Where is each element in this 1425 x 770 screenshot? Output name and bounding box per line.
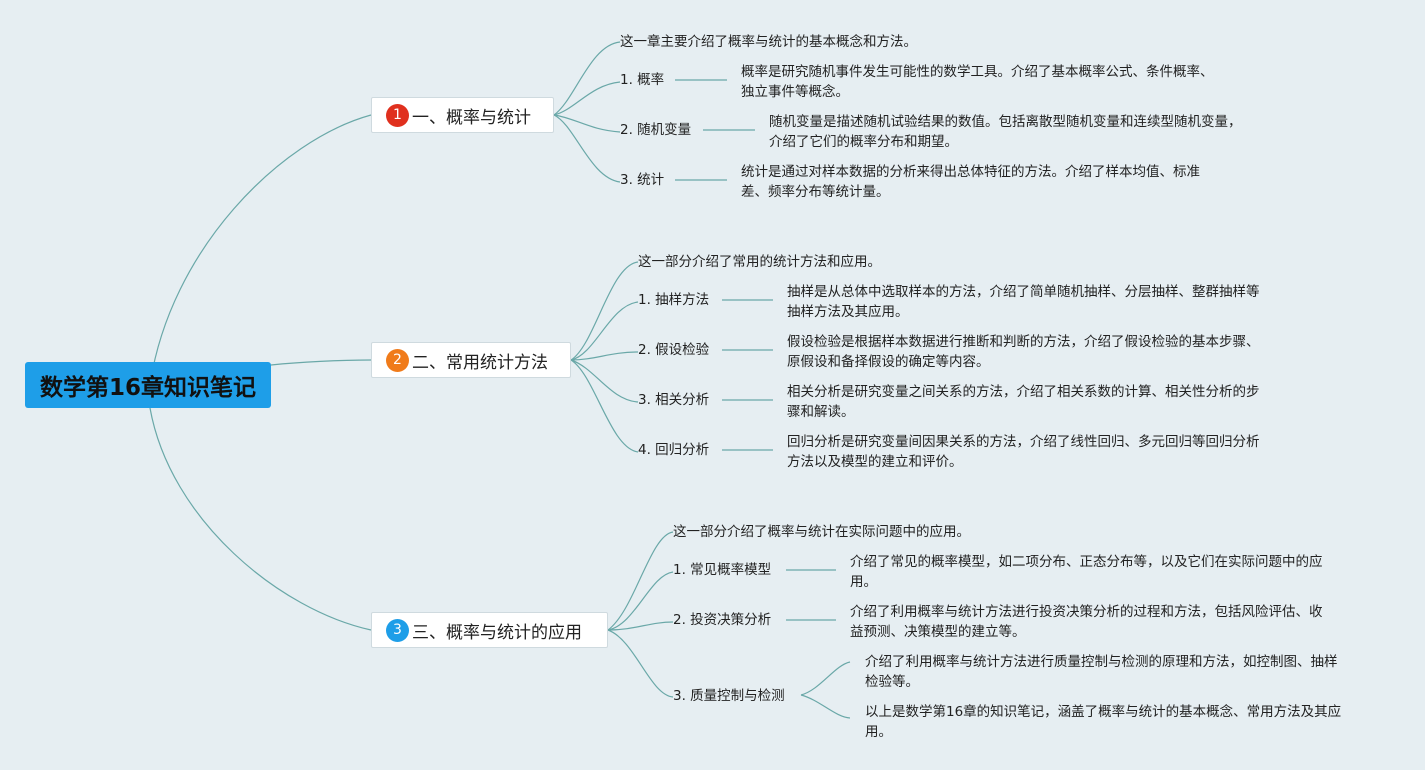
desc-line: 用。 [865, 724, 892, 740]
desc-line: 介绍了利用概率与统计方法进行投资决策分析的过程和方法，包括风险评估、收 [850, 604, 1323, 620]
branch-2-item-2-desc[interactable]: 假设检验是根据样本数据进行推断和判断的方法，介绍了假设检验的基本步骤、 原假设和… [787, 332, 1260, 372]
branch-2-item-4-desc[interactable]: 回归分析是研究变量间因果关系的方法，介绍了线性回归、多元回归等回归分析 方法以及… [787, 432, 1260, 472]
branch-3-intro[interactable]: 这一部分介绍了概率与统计在实际问题中的应用。 [673, 524, 970, 540]
desc-line: 骤和解读。 [787, 404, 855, 420]
root-title: 数学第16章知识笔记 [39, 375, 256, 401]
branch-1-topic[interactable]: 1 一、概率与统计 [371, 97, 554, 133]
branch-2-item-3-desc[interactable]: 相关分析是研究变量之间关系的方法，介绍了相关系数的计算、相关性分析的步 骤和解读… [787, 382, 1260, 422]
link-b1-intro [553, 41, 621, 116]
desc-line: 回归分析是研究变量间因果关系的方法，介绍了线性回归、多元回归等回归分析 [787, 434, 1260, 450]
link-b2-item4 [570, 359, 639, 453]
desc-line: 差、频率分布等统计量。 [741, 184, 890, 200]
branch-3-item-1-label[interactable]: 1. 常见概率模型 [673, 562, 772, 578]
branch-1-item-1-desc[interactable]: 概率是研究随机事件发生可能性的数学工具。介绍了基本概率公式、条件概率、 独立事件… [741, 62, 1214, 102]
link-b2-item3 [570, 359, 639, 403]
branch-1-item-1-label[interactable]: 1. 概率 [620, 72, 665, 88]
branch-3-item-3-label[interactable]: 3. 质量控制与检测 [673, 688, 785, 704]
desc-line: 抽样是从总体中选取样本的方法，介绍了简单随机抽样、分层抽样、整群抽样等 [787, 284, 1260, 300]
link-root-branch2 [270, 359, 372, 366]
desc-line: 原假设和备择假设的确定等内容。 [787, 354, 990, 370]
root-topic[interactable]: 数学第16章知识笔记 [25, 362, 271, 408]
link-b3-item3-child1 [800, 661, 851, 696]
link-b2-intro [570, 261, 639, 361]
link-b2-item1 [570, 301, 639, 361]
branch-2-topic[interactable]: 2 二、常用统计方法 [371, 342, 571, 378]
branch-2-item-1-label[interactable]: 1. 抽样方法 [638, 292, 710, 308]
desc-line: 假设检验是根据样本数据进行推断和判断的方法，介绍了假设检验的基本步骤、 [787, 334, 1260, 350]
desc-line: 独立事件等概念。 [741, 84, 849, 100]
desc-line: 方法以及模型的建立和评价。 [787, 454, 963, 470]
branch-2-number-badge: 2 [386, 348, 409, 372]
branch-1-item-2-desc[interactable]: 随机变量是描述随机试验结果的数值。包括离散型随机变量和连续型随机变量， 介绍了它… [769, 112, 1242, 152]
desc-line: 检验等。 [865, 674, 919, 690]
branch-2-item-4-label[interactable]: 4. 回归分析 [638, 442, 710, 458]
link-root-branch1 [149, 114, 372, 386]
desc-line: 益预测、决策模型的建立等。 [850, 624, 1026, 640]
branch-3-title: 三、概率与统计的应用 [412, 622, 582, 643]
desc-line: 统计是通过对样本数据的分析来得出总体特征的方法。介绍了样本均值、标准 [741, 164, 1200, 180]
branch-2-item-1-desc[interactable]: 抽样是从总体中选取样本的方法，介绍了简单随机抽样、分层抽样、整群抽样等 抽样方法… [787, 282, 1260, 322]
desc-line: 相关分析是研究变量之间关系的方法，介绍了相关系数的计算、相关性分析的步 [787, 384, 1260, 400]
branch-3-item-2-label[interactable]: 2. 投资决策分析 [673, 612, 772, 628]
branch-1-item-3-label[interactable]: 3. 统计 [620, 172, 665, 188]
link-b3-item1 [607, 571, 674, 631]
desc-line: 概率是研究随机事件发生可能性的数学工具。介绍了基本概率公式、条件概率、 [741, 64, 1214, 80]
branch-3-item-1-desc[interactable]: 介绍了常见的概率模型，如二项分布、正态分布等，以及它们在实际问题中的应 用。 [850, 552, 1323, 592]
link-b2-item2 [570, 351, 639, 361]
branch-1-number-badge: 1 [386, 103, 409, 127]
branch-3-item-3-child-1[interactable]: 介绍了利用概率与统计方法进行质量控制与检测的原理和方法，如控制图、抽样 检验等。 [865, 652, 1338, 692]
branch-3-number-badge: 3 [386, 618, 409, 642]
branch-3-item-2-desc[interactable]: 介绍了利用概率与统计方法进行投资决策分析的过程和方法，包括风险评估、收 益预测、… [850, 602, 1323, 642]
link-root-branch3 [149, 407, 372, 631]
desc-line: 介绍了它们的概率分布和期望。 [769, 134, 958, 150]
branch-3-item-3-child-2[interactable]: 以上是数学第16章的知识笔记，涵盖了概率与统计的基本概念、常用方法及其应 用。 [865, 702, 1341, 742]
desc-line: 随机变量是描述随机试验结果的数值。包括离散型随机变量和连续型随机变量， [769, 114, 1242, 130]
link-b1-item3 [553, 114, 621, 183]
link-b3-item3-child2 [800, 694, 851, 719]
branch-1-intro[interactable]: 这一章主要介绍了概率与统计的基本概念和方法。 [620, 34, 917, 50]
link-b3-intro [607, 531, 674, 631]
branch-1-title: 一、概率与统计 [412, 107, 531, 128]
branch-1-item-2-label[interactable]: 2. 随机变量 [620, 122, 692, 138]
branch-1-item-3-desc[interactable]: 统计是通过对样本数据的分析来得出总体特征的方法。介绍了样本均值、标准 差、频率分… [741, 162, 1200, 202]
link-b3-item3 [607, 629, 674, 698]
desc-line: 以上是数学第16章的知识笔记，涵盖了概率与统计的基本概念、常用方法及其应 [865, 704, 1342, 720]
branch-2-item-2-label[interactable]: 2. 假设检验 [638, 342, 710, 358]
branch-2-intro[interactable]: 这一部分介绍了常用的统计方法和应用。 [638, 254, 881, 270]
branch-2-item-3-label[interactable]: 3. 相关分析 [638, 392, 710, 408]
desc-line: 抽样方法及其应用。 [787, 304, 909, 320]
branch-2-title: 二、常用统计方法 [412, 352, 548, 373]
desc-line: 介绍了常见的概率模型，如二项分布、正态分布等，以及它们在实际问题中的应 [850, 554, 1323, 570]
desc-line: 介绍了利用概率与统计方法进行质量控制与检测的原理和方法，如控制图、抽样 [865, 654, 1338, 670]
link-b1-item2 [553, 114, 621, 133]
desc-line: 用。 [850, 574, 877, 590]
link-b1-item1 [553, 81, 621, 116]
branch-3-topic[interactable]: 3 三、概率与统计的应用 [371, 612, 608, 648]
link-b3-item2 [607, 621, 674, 631]
